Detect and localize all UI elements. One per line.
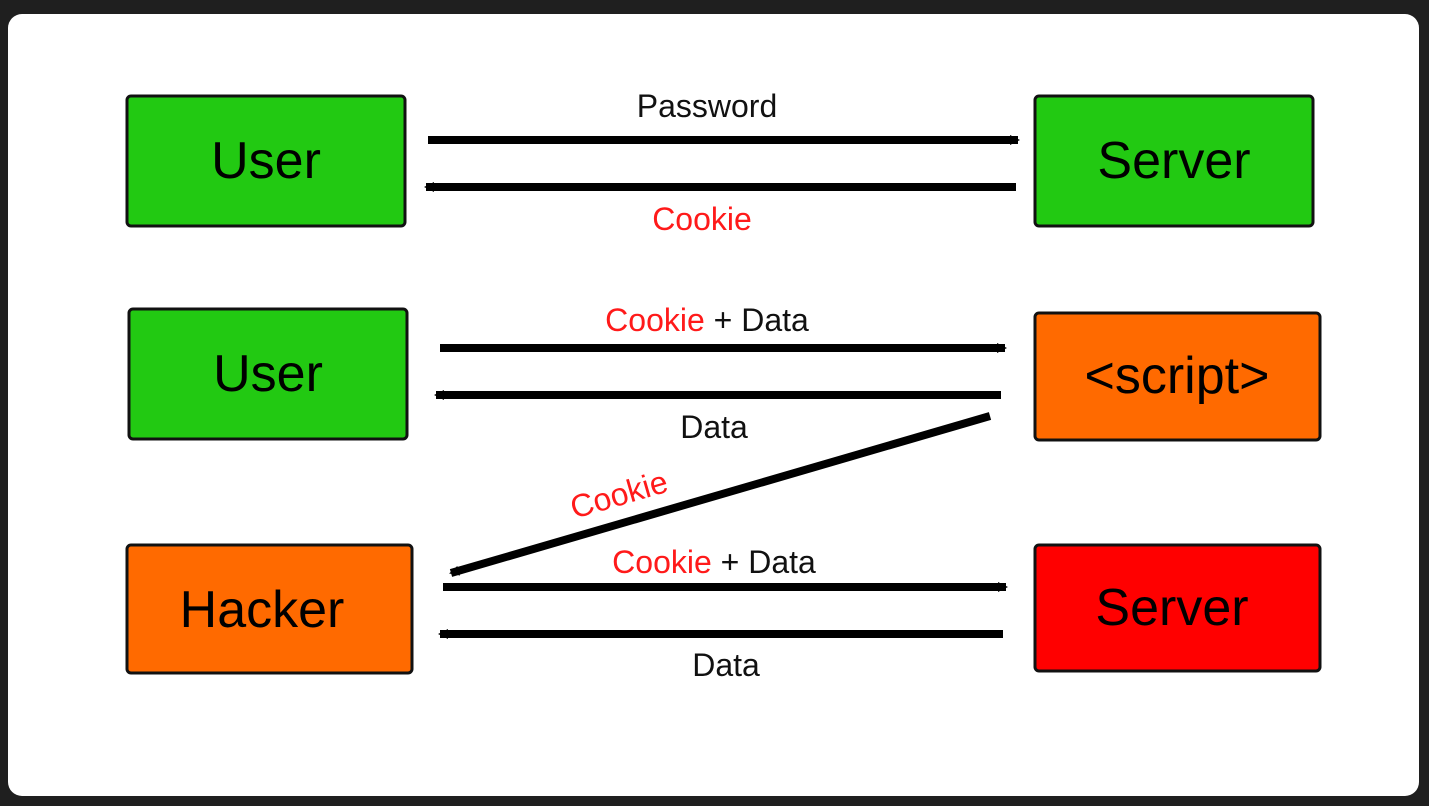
hacker-box: Hacker [125,543,414,675]
cookie-data-label-2: Cookie + Data [612,544,816,580]
cookie-data-label-1-cookie: Cookie [605,302,705,338]
hacker-box-label: Hacker [180,581,345,639]
cookie-data-label-1: Cookie + Data [605,302,809,338]
server-box-1: Server [1033,94,1315,228]
data-response-label-2: Data [692,647,760,683]
script-box: <script> [1033,311,1322,442]
cookie-data-label-2-data: + Data [712,544,816,580]
server-box-2: Server [1033,543,1322,673]
server-box-1-label: Server [1097,132,1250,190]
cookie-data-label-2-cookie: Cookie [612,544,712,580]
password-label: Password [637,88,778,124]
user-box-2-label: User [213,345,323,403]
script-box-label: <script> [1085,347,1270,405]
user-box-1: User [125,94,407,228]
user-box-2: User [127,307,409,441]
stolen-cookie-arrow [449,412,992,577]
cookie-data-label-1-data: + Data [705,302,809,338]
server-box-2-label: Server [1095,579,1248,637]
cookie-response-label: Cookie [652,201,752,237]
user-box-1-label: User [211,132,321,190]
data-response-label-1: Data [680,409,748,445]
